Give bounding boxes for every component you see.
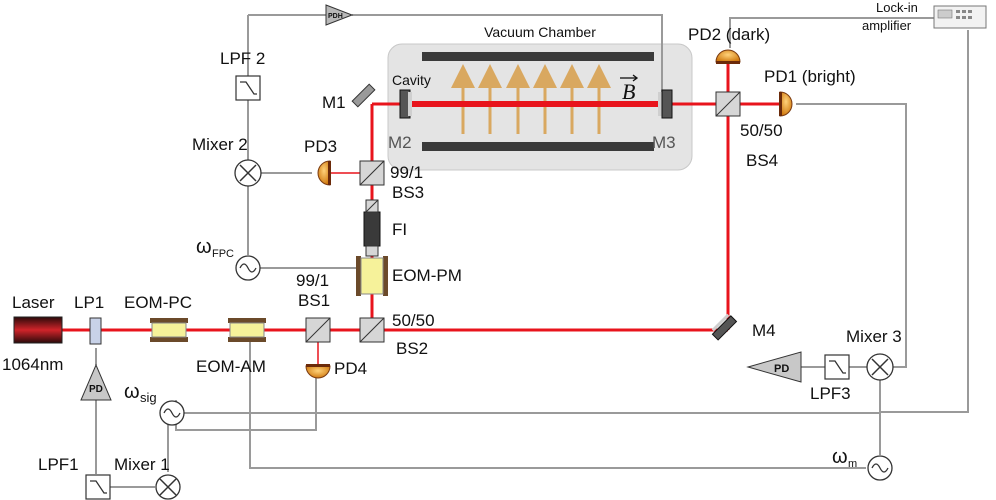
mixer1-label: Mixer 1 (114, 455, 170, 474)
oscillator-fpc: ω FPC (196, 236, 261, 281)
photodetector-pd4: PD4 (305, 359, 367, 379)
omega-m-symbol: ω (832, 446, 848, 468)
pdh-amplifier: PDH (325, 4, 354, 26)
mirror-m1: M1 (322, 83, 376, 112)
lpf-2: LPF 2 (220, 49, 265, 101)
omega-sig-subscript: sig (140, 390, 157, 405)
omega-fpc-symbol: ω (196, 236, 212, 258)
mirror-m4: M4 (711, 313, 776, 341)
pd-amp2-label: PD (774, 363, 789, 375)
faraday-isolator: FI (363, 199, 407, 257)
bs3-label: BS3 (392, 183, 424, 202)
wavelength-label: 1064nm (2, 355, 63, 374)
omega-sig-symbol: ω (124, 381, 140, 403)
photodetector-pd1: PD1 (bright) (764, 67, 856, 117)
polarizer-lp1: LP1 (74, 293, 104, 345)
oscillator-sig: ω sig (124, 381, 185, 426)
fi-label: FI (392, 220, 407, 239)
lp1-label: LP1 (74, 293, 104, 312)
eom-am-label: EOM-AM (196, 357, 266, 376)
lpf1-label: LPF1 (38, 455, 79, 474)
laser-label: Laser (12, 293, 55, 312)
beamsplitter-bs2: 50/50 BS2 (359, 311, 435, 358)
photodetector-pd2: PD2 (dark) (688, 25, 770, 64)
beamsplitter-bs1: 99/1 BS1 (296, 271, 331, 343)
m1-label: M1 (322, 93, 346, 112)
pdh-label: PDH (328, 13, 343, 20)
pd3-label: PD3 (304, 137, 337, 156)
mixer2-label: Mixer 2 (192, 135, 248, 154)
b-field-label: B (622, 79, 635, 104)
bs2-label: BS2 (396, 339, 428, 358)
cavity-label: Cavity (392, 72, 431, 88)
bs1-label: BS1 (298, 291, 330, 310)
pd-amplifier-1: PD (80, 363, 112, 401)
mixer-1: Mixer 1 (114, 455, 181, 500)
lpf-1: LPF1 (38, 455, 111, 500)
omega-fpc-subscript: FPC (212, 248, 234, 260)
mixer-3: Mixer 3 (846, 327, 902, 381)
eom-pm-label: EOM-PM (392, 266, 462, 285)
vacuum-chamber-label: Vacuum Chamber (484, 24, 596, 40)
beamsplitter-bs4: 50/50 BS4 (715, 91, 783, 170)
vacuum-chamber: Vacuum Chamber (387, 24, 693, 171)
m2-label: M2 (388, 133, 412, 152)
eom-pc-label: EOM-PC (124, 293, 192, 312)
lpf-3: LPF3 (810, 354, 851, 403)
laser-source: Laser 1064nm (2, 293, 63, 374)
eom-am: EOM-AM (196, 318, 266, 376)
m4-label: M4 (752, 321, 776, 340)
pd-amplifier-2: PD (746, 351, 802, 383)
chamber-plate-top (422, 52, 654, 61)
lpf3-label: LPF3 (810, 384, 851, 403)
lpf2-label: LPF 2 (220, 49, 265, 68)
pd4-label: PD4 (334, 359, 367, 378)
lockin-label-1: Lock-in (876, 0, 918, 15)
eom-pm: EOM-PM (356, 256, 462, 296)
lockin-label-2: amplifier (862, 18, 912, 33)
beamsplitter-bs3: 99/1 BS3 (359, 160, 424, 202)
bs4-label: BS4 (746, 151, 778, 170)
mirror-m2: Cavity M2 (388, 72, 431, 152)
bs2-ratio-label: 50/50 (392, 311, 435, 330)
lock-in-amplifier: Lock-in amplifier (862, 0, 987, 33)
pd1-label: PD1 (bright) (764, 67, 856, 86)
omega-m-subscript: m (848, 458, 857, 470)
chamber-plate-bottom (422, 142, 654, 151)
m3-label: M3 (652, 133, 676, 152)
bs3-ratio-label: 99/1 (390, 163, 423, 182)
eom-pc: EOM-PC (124, 293, 192, 342)
mirror-m3: M3 (652, 89, 676, 152)
mixer-2: Mixer 2 (192, 135, 262, 187)
bs4-ratio-label: 50/50 (740, 121, 783, 140)
photodetector-pd3: PD3 (304, 137, 337, 186)
oscillator-m: ω m (832, 446, 893, 481)
bs1-ratio-label: 99/1 (296, 271, 329, 290)
mixer3-label: Mixer 3 (846, 327, 902, 346)
pd-amp-label: PD (89, 384, 103, 395)
pd2-label: PD2 (dark) (688, 25, 770, 44)
